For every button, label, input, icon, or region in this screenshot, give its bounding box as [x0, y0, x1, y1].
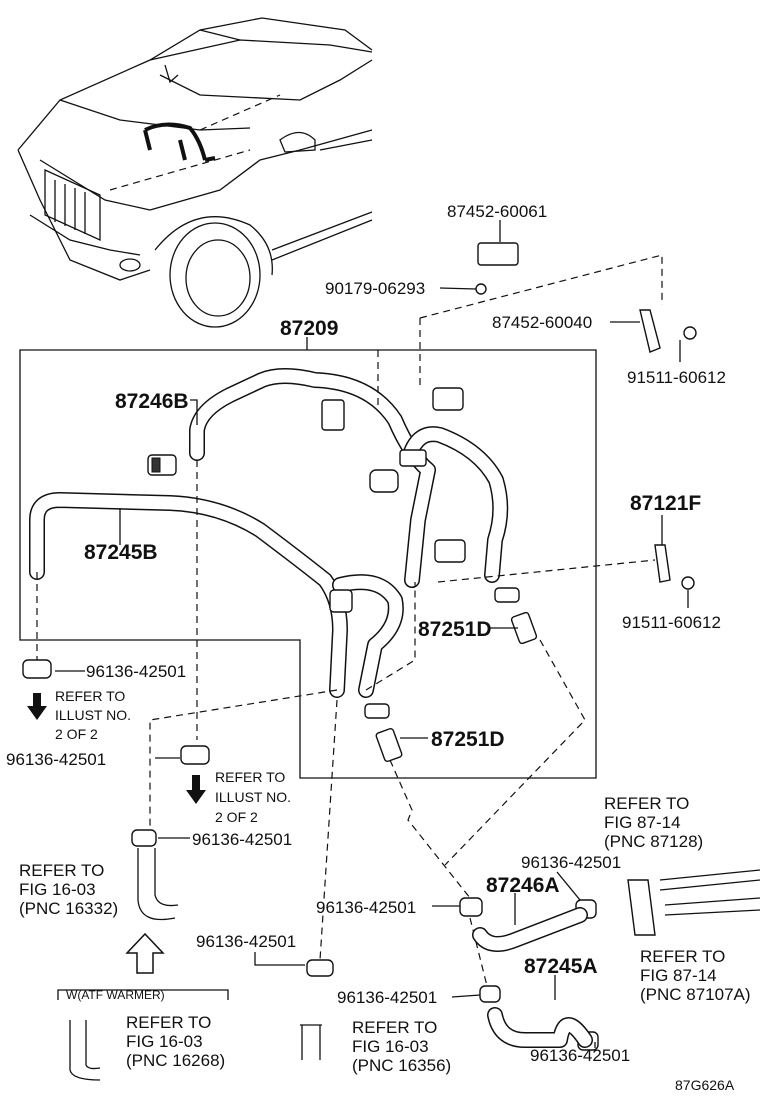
- clip-lower: [364, 703, 390, 719]
- svg-text:ILLUST NO.: ILLUST NO.: [55, 707, 131, 723]
- bolt-91511-b: [681, 576, 695, 590]
- note-refer-illust-b: REFER TO ILLUST NO. 2 OF 2: [215, 769, 291, 825]
- connector-87107a: [627, 879, 656, 936]
- svg-text:FIG 16-03: FIG 16-03: [352, 1037, 429, 1056]
- atf-warmer-label: W(ATF WARMER): [66, 988, 165, 1002]
- hose-87251d-lower: [375, 727, 403, 763]
- label-87452-60061: 87452-60061: [447, 202, 547, 221]
- svg-text:FIG 16-03: FIG 16-03: [19, 880, 96, 899]
- svg-text:(PNC 16332): (PNC 16332): [19, 899, 118, 918]
- label-87246a: 87246A: [486, 874, 560, 897]
- label-96136-b: 96136-42501: [6, 750, 106, 769]
- svg-text:FIG 87-14: FIG 87-14: [604, 813, 681, 832]
- dashed-guides: [36, 254, 663, 991]
- note-refer-fig-16-03-pnc-16356: REFER TO FIG 16-03 (PNC 16356): [352, 1018, 451, 1075]
- svg-text:FIG 87-14: FIG 87-14: [640, 966, 717, 985]
- note-refer-fig-16-03-pnc-16332: REFER TO FIG 16-03 (PNC 16332): [19, 861, 118, 918]
- figure-code: 87G626A: [675, 1077, 735, 1093]
- clip-upper: [494, 587, 520, 603]
- label-87121f: 87121F: [630, 492, 701, 515]
- label-96136-c: 96136-42501: [192, 830, 292, 849]
- arrow-down-b: [186, 775, 206, 804]
- label-96136-a: 96136-42501: [86, 662, 186, 681]
- label-87251d-b: 87251D: [431, 728, 505, 751]
- note-refer-fig-16-03-pnc-16268: REFER TO FIG 16-03 (PNC 16268): [126, 1013, 225, 1070]
- note-refer-fig-87-14-pnc-87128: REFER TO FIG 87-14 (PNC 87128): [604, 794, 703, 851]
- bolt-91511-a: [683, 326, 697, 340]
- label-96136-d: 96136-42501: [521, 853, 621, 872]
- arrow-up: [125, 932, 165, 974]
- hose-16332: [137, 848, 179, 921]
- leader-lines: [55, 220, 689, 1048]
- label-87246b: 87246B: [115, 390, 189, 413]
- label-91511-60612-a: 91511-60612: [627, 368, 726, 387]
- svg-text:(PNC 16268): (PNC 16268): [126, 1051, 225, 1070]
- svg-text:2 OF 2: 2 OF 2: [215, 809, 258, 825]
- svg-text:REFER TO: REFER TO: [640, 947, 725, 966]
- label-96136-f: 96136-42501: [196, 932, 296, 951]
- label-87245a: 87245A: [524, 955, 598, 978]
- svg-text:REFER TO: REFER TO: [19, 861, 104, 880]
- hose-16356: [300, 1024, 322, 1060]
- atf-warmer-box: [57, 989, 229, 1000]
- svg-text:REFER TO: REFER TO: [604, 794, 689, 813]
- bracket-87452-60040: [639, 309, 661, 353]
- svg-text:REFER TO: REFER TO: [215, 769, 285, 785]
- label-87251d-a: 87251D: [418, 618, 492, 641]
- note-refer-fig-87-14-pnc-87107a: REFER TO FIG 87-14 (PNC 87107A): [640, 947, 751, 1004]
- assembly-outline: [19, 349, 597, 779]
- svg-text:REFER TO: REFER TO: [55, 688, 125, 704]
- hose-87251d-upper: [510, 611, 538, 645]
- bracket-87121f: [654, 544, 671, 583]
- label-96136-g: 96136-42501: [337, 988, 437, 1007]
- label-91511-60612-b: 91511-60612: [622, 613, 721, 632]
- svg-text:REFER TO: REFER TO: [126, 1013, 211, 1032]
- nut-90179: [475, 283, 487, 295]
- hose-assembly: [29, 368, 509, 698]
- bracket-87452-60061: [477, 242, 519, 266]
- svg-text:2 OF 2: 2 OF 2: [55, 726, 98, 742]
- label-87209: 87209: [280, 317, 338, 340]
- label-96136-h: 96136-42501: [530, 1046, 630, 1065]
- svg-text:ILLUST NO.: ILLUST NO.: [215, 789, 291, 805]
- label-87452-60040: 87452-60040: [492, 313, 592, 332]
- svg-text:(PNC 87107A): (PNC 87107A): [640, 985, 751, 1004]
- svg-text:REFER TO: REFER TO: [352, 1018, 437, 1037]
- label-87245b: 87245B: [84, 541, 158, 564]
- note-refer-illust-a: REFER TO ILLUST NO. 2 OF 2: [55, 688, 131, 742]
- svg-text:(PNC 16356): (PNC 16356): [352, 1056, 451, 1075]
- svg-text:FIG 16-03: FIG 16-03: [126, 1032, 203, 1051]
- svg-text:(PNC 87128): (PNC 87128): [604, 832, 703, 851]
- arrow-down-a: [27, 693, 47, 720]
- hose-16268: [69, 1020, 101, 1081]
- label-90179-06293: 90179-06293: [325, 279, 425, 298]
- label-96136-e: 96136-42501: [316, 898, 416, 917]
- vehicle-illustration: [17, 17, 373, 328]
